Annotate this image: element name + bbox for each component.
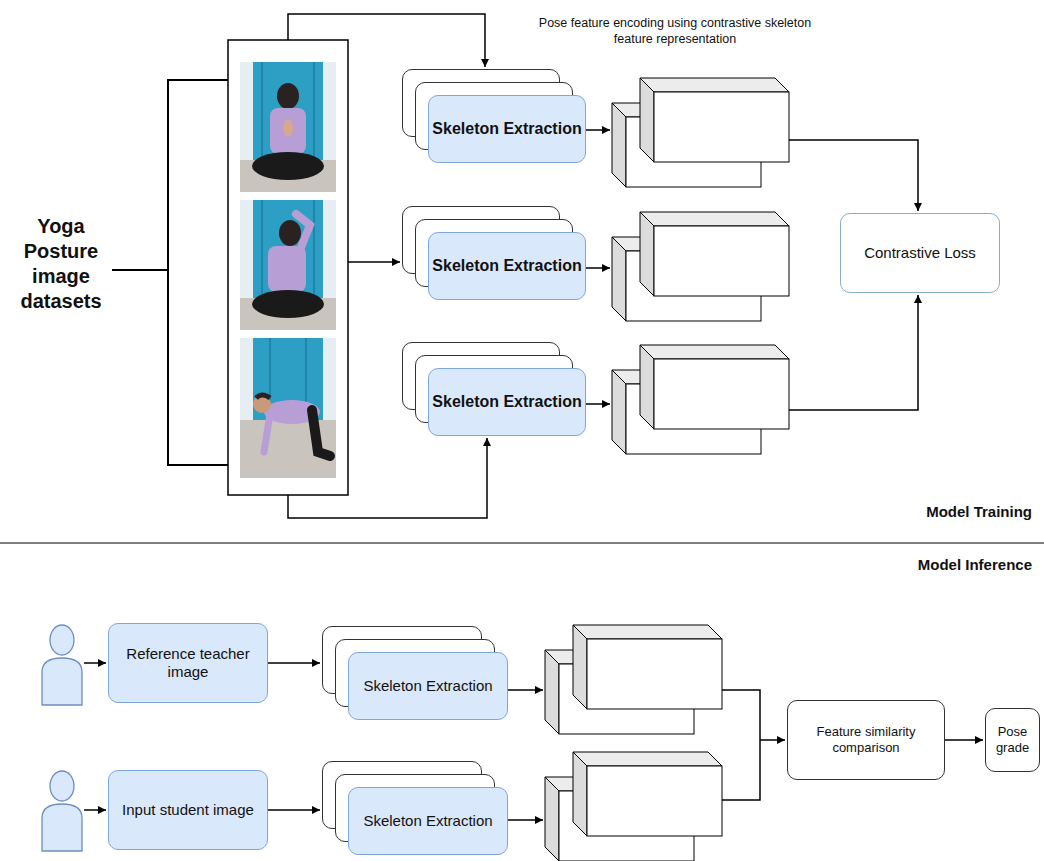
flow-line <box>722 740 760 800</box>
dataset-bracket <box>168 80 228 465</box>
connector-arrow <box>268 662 320 664</box>
person-icon <box>42 804 82 851</box>
image-strip <box>261 200 263 298</box>
flow-line <box>84 14 918 820</box>
connector-arrow <box>268 809 320 811</box>
skeleton-box: Skeleton Extraction <box>428 232 586 300</box>
section-note: Pose feature encoding using contrastive … <box>520 16 830 47</box>
image-strip <box>261 62 263 160</box>
feature-block <box>545 752 722 861</box>
image-strip <box>256 395 270 398</box>
person-icon <box>50 771 74 801</box>
flow-line <box>586 267 610 269</box>
skeleton-box: Skeleton Extraction <box>428 368 586 436</box>
image-strip <box>253 395 271 413</box>
loss-box: Contrastive Loss <box>840 213 1000 293</box>
flow-line <box>586 403 610 405</box>
feature-block <box>545 78 789 861</box>
section-label: Model Inference <box>880 556 1032 575</box>
image-strip <box>323 200 336 300</box>
feature-block <box>612 345 789 454</box>
section-label: Model Training <box>880 503 1032 522</box>
output-box: Pose grade <box>985 708 1040 772</box>
node-text: Skeleton Extraction <box>432 119 581 138</box>
image-strip <box>313 200 315 298</box>
flow-line <box>722 690 760 740</box>
person-icon <box>42 625 82 851</box>
node-text: Contrastive Loss <box>864 244 976 262</box>
flow-line <box>508 819 543 821</box>
flow-line <box>348 261 400 263</box>
dataset-label: Yoga Posture image datasets <box>12 214 110 314</box>
flow-line <box>760 739 785 741</box>
flow-line <box>288 438 487 518</box>
node-text: Skeleton Extraction <box>432 256 581 275</box>
input-box: Reference teacher image <box>108 623 268 703</box>
image-strip <box>313 62 315 160</box>
image-strip <box>270 108 306 154</box>
person-icon <box>50 625 74 655</box>
node-text: Skeleton Extraction <box>363 677 492 695</box>
feature-block <box>612 212 789 321</box>
flow-line <box>586 129 610 131</box>
flow-line <box>508 689 543 691</box>
flow-line <box>288 14 485 67</box>
skeleton-box: Skeleton Extraction <box>428 95 586 163</box>
flow-line <box>789 140 918 211</box>
feature-block <box>545 625 722 734</box>
image-strip <box>240 62 253 162</box>
process-box: Feature similarity comparison <box>787 700 945 780</box>
node-text: Reference teacher image <box>113 645 263 681</box>
image-strip <box>240 200 336 330</box>
image-strip <box>312 410 330 456</box>
node-text: Skeleton Extraction <box>432 392 581 411</box>
node-text: Skeleton Extraction <box>363 812 492 830</box>
node-text: Input student image <box>122 801 254 819</box>
image-strip <box>240 338 336 478</box>
image-strip <box>323 338 336 420</box>
skeleton-box: Skeleton Extraction <box>348 652 508 720</box>
image-strip <box>264 414 270 452</box>
section-divider <box>0 542 1044 543</box>
image-strip <box>279 220 301 246</box>
image-strip <box>252 152 324 180</box>
flow-line <box>84 809 106 811</box>
image-strip <box>323 62 336 162</box>
image-strip <box>240 62 336 192</box>
image-strip <box>228 40 348 495</box>
flow-line <box>789 295 918 410</box>
node-text: Feature similarity comparison <box>792 724 940 755</box>
skeleton-box: Skeleton Extraction <box>348 787 508 855</box>
input-box: Input student image <box>108 770 268 850</box>
image-strip <box>240 200 253 300</box>
dataset-bracket <box>112 80 228 465</box>
dataset-bracket <box>112 269 168 271</box>
node-text: Pose grade <box>990 724 1035 755</box>
image-strip <box>240 338 253 420</box>
connector-arrow <box>945 739 983 741</box>
image-strip <box>283 120 293 136</box>
image-strip <box>252 290 324 318</box>
image-strip <box>277 83 299 109</box>
feature-block <box>612 78 789 187</box>
person-icon <box>42 658 82 705</box>
image-strip <box>228 40 348 495</box>
flow-line <box>84 662 106 664</box>
